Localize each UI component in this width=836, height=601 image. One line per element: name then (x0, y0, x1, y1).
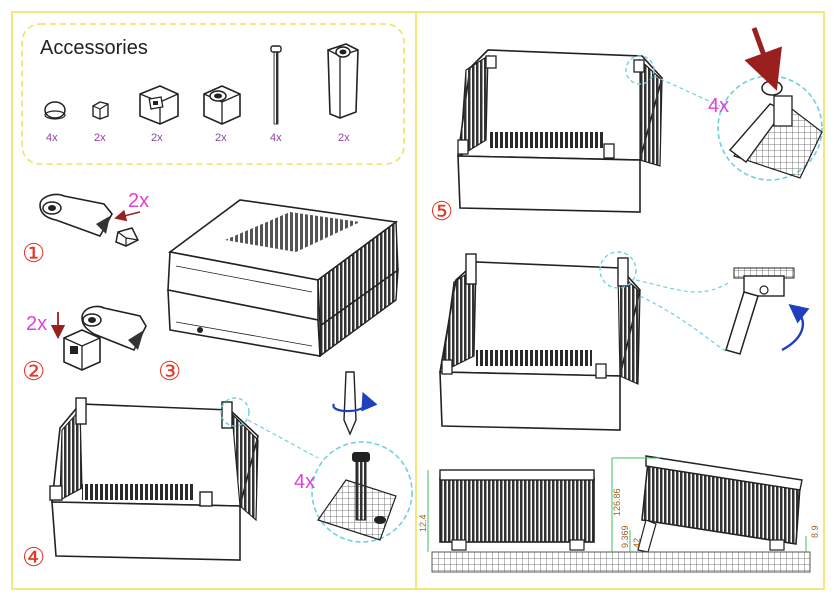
ground-surface (431, 551, 811, 573)
step-4-leader (247, 419, 319, 459)
step-4-number: ④ (22, 542, 45, 572)
step-2-qty: 2x (26, 313, 47, 335)
accessory-qty-3: 2x (151, 132, 163, 144)
screw-icon (270, 45, 282, 125)
tilt-foot-icon (327, 43, 359, 119)
tilt-foot-detail (725, 267, 795, 355)
step-3-number: ③ (158, 356, 181, 386)
accessories-panel: Accessories 4x 2x 2x 2x (21, 23, 405, 165)
dimension-label-2: 126.86 (612, 488, 622, 516)
rotate-arrow-icon (332, 391, 378, 413)
dimension-label-5: 8.9 (810, 525, 820, 538)
dimension-label-1: 12.4 (418, 514, 428, 532)
step-1-qty: 2x (128, 190, 149, 212)
step-5-qty: 4x (708, 95, 729, 117)
step-1-number: ① (22, 238, 45, 268)
step-5-number: ⑤ (430, 196, 453, 226)
dimension-label-4: 42 (632, 538, 642, 548)
step-2-illustration (50, 305, 147, 371)
outer-frame (11, 11, 825, 590)
step-2-number: ② (22, 356, 45, 386)
accessory-qty-1: 4x (46, 132, 58, 144)
screwdriver-icon (343, 371, 357, 436)
step-5-enclosure-top (457, 49, 663, 213)
step-5-enclosure-tilt (439, 253, 641, 431)
round-insert-icon (203, 85, 241, 125)
press-arrow-icon (744, 27, 782, 91)
step-1-illustration (39, 193, 141, 247)
tilt-rotate-arrow-icon (781, 303, 810, 352)
accessory-qty-4: 2x (215, 132, 227, 144)
tilt-highlight-ring (599, 251, 637, 289)
step-3-enclosure (167, 199, 399, 358)
accessory-qty-5: 4x (270, 132, 282, 144)
step-4-qty: 4x (294, 471, 315, 493)
accessory-qty-6: 2x (338, 132, 350, 144)
step-4-detail (317, 452, 397, 541)
accessories-title: Accessories (40, 37, 148, 59)
step-4-highlight-ring (220, 397, 250, 427)
rubber-foot-icon (44, 101, 66, 120)
tilt-leaders (635, 279, 731, 353)
dimension-lines (427, 457, 807, 552)
small-block-icon (92, 101, 109, 120)
step-5-highlight-ring (625, 55, 655, 85)
step-4-enclosure (49, 397, 259, 561)
dimension-label-3: 9.369 (620, 525, 630, 548)
accessory-qty-2: 2x (94, 132, 106, 144)
step-5-leader (653, 75, 721, 107)
side-view-flat (439, 469, 595, 551)
square-insert-icon (139, 85, 179, 125)
side-view-tilted (637, 455, 803, 553)
